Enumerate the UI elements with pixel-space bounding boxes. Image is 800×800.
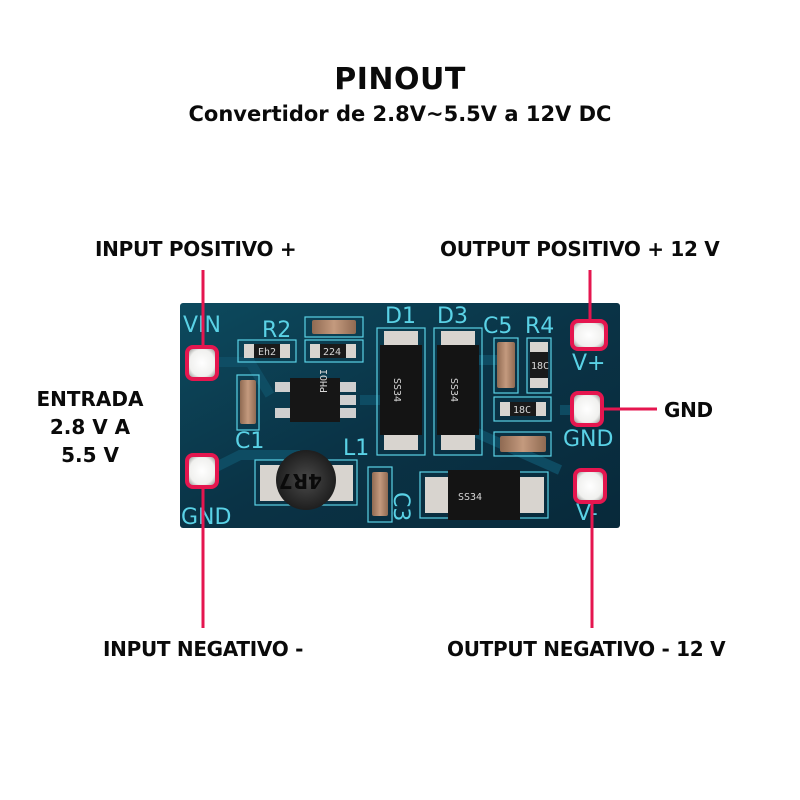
silk-gnd-left: GND [181,505,231,530]
diode-d1: SS34 [376,327,426,456]
cap-224-marking: 224 [323,347,341,358]
silk-vminus: V- [576,501,598,526]
label-input-positive: INPUT POSITIVO + [95,237,297,261]
label-input-range: ENTRADA 2.8 V A 5.5 V [20,385,160,469]
ic-marking: PHOI [319,369,330,393]
page-subtitle: Convertidor de 2.8V~5.5V a 12V DC [188,102,612,126]
input-range-line-3: 5.5 V [61,443,119,467]
pad-vplus[interactable] [570,319,608,351]
input-range-line-1: ENTRADA [36,387,144,411]
pad-vminus[interactable] [573,468,607,504]
silk-c5: C5 [483,314,512,339]
silk-d1: D1 [385,304,416,329]
silk-gnd-right: GND [563,427,613,452]
lower-capacitor [493,431,552,457]
c1-capacitor [236,374,260,431]
ic-chip: PHOI [275,369,356,422]
bottom-diode-marking: SS34 [458,492,482,503]
r4-resistor: 18C [526,337,552,394]
inductor-marking: 4R7 [279,469,322,493]
c3-capacitor [367,466,393,523]
mid-resistor: 18C [493,396,552,422]
d1-marking: SS34 [391,378,402,402]
diode-d3: SS34 [433,327,483,456]
pad-gnd-right[interactable] [570,391,604,427]
silk-d3: D3 [437,304,468,329]
diode-bottom: SS34 [419,470,549,520]
pad-vin[interactable] [185,345,219,381]
r2-resistor: Eh2 [237,339,297,363]
r2-marking: Eh2 [258,347,276,358]
r4-marking: 18C [531,361,549,372]
mid-resistor-marking: 18C [513,405,531,416]
label-gnd: GND [664,398,713,422]
silk-r2: R2 [262,318,291,343]
label-output-negative: OUTPUT NEGATIVO - 12 V [447,637,726,661]
input-range-line-2: 2.8 V A [49,415,131,439]
pad-gnd-left[interactable] [185,453,219,489]
d3-marking: SS34 [448,378,459,402]
top-capacitor [304,316,364,338]
silk-vplus: V+ [572,351,605,376]
c5-capacitor [493,337,519,394]
page-title: PINOUT [334,62,466,97]
silk-r4: R4 [525,314,554,339]
cap-224: 224 [304,339,364,363]
silk-l1: L1 [343,436,369,461]
silk-c1: C1 [235,429,264,454]
label-input-negative: INPUT NEGATIVO - [103,637,304,661]
inductor-l1: 4R7 [254,450,358,510]
label-output-positive: OUTPUT POSITIVO + 12 V [440,237,720,261]
